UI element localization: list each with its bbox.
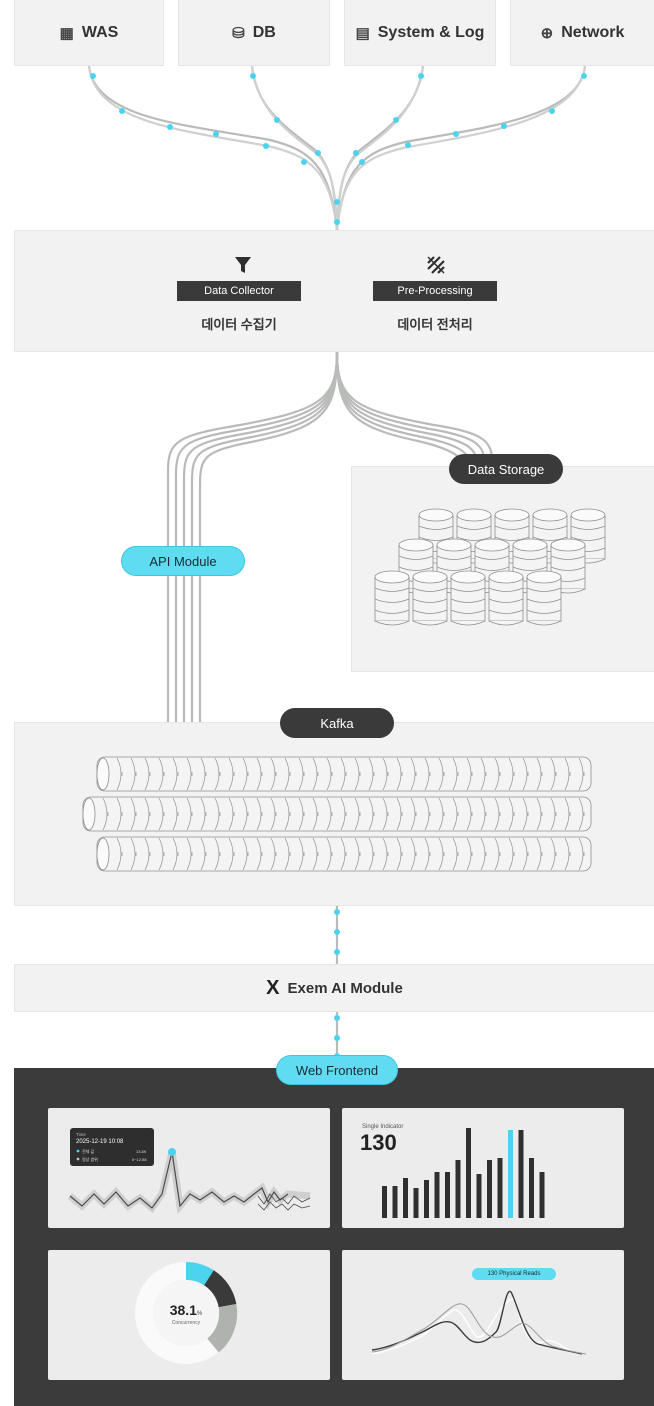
tooltip-row1: 전체 값 (82, 1148, 94, 1154)
ai-module-box: X Exem AI Module (14, 964, 654, 1012)
source-label: WAS (81, 23, 119, 41)
indicator-value: 130 (360, 1130, 397, 1155)
tooltip-title: Time (76, 1132, 86, 1137)
storage-cylinder (412, 570, 448, 626)
source-label: DB (252, 23, 276, 41)
collector-box: Data Collector 데이터 수집기 Pre-Processing 데이… (14, 230, 654, 352)
indicator-bar (476, 1174, 482, 1218)
pre-processing-label: 데이터 전처리 (397, 317, 473, 332)
data-storage-box (351, 466, 654, 672)
pre-processing-tag: Pre-Processing (373, 281, 497, 301)
tooltip-row2-value: 0~12.88 (132, 1157, 147, 1162)
donut-chart (135, 1262, 238, 1364)
kafka-chip: Kafka (280, 708, 394, 738)
data-storage-chip: Data Storage (449, 454, 563, 484)
indicator-bar (424, 1180, 429, 1218)
api-module-chip: API Module (121, 546, 245, 576)
kafka-partitions (82, 756, 592, 872)
indicator-bar (539, 1172, 545, 1218)
funnel-icon (233, 255, 253, 275)
donut-value: 38.1 (169, 1302, 197, 1318)
donut-panel: 38.1% Concurrency (48, 1250, 330, 1380)
indicator-bar (508, 1130, 513, 1218)
indicator-bar (445, 1172, 450, 1218)
storage-cylinders (374, 508, 606, 626)
donut-label: Concurrency (171, 1320, 201, 1326)
data-collector-label: 데이터 수집기 (201, 317, 277, 332)
source-was: ▦ WAS (14, 0, 164, 66)
indicator-bar (518, 1130, 524, 1218)
source-label: System & Log (377, 23, 485, 41)
kafka-partition (96, 756, 592, 792)
indicator-bar (497, 1158, 503, 1218)
physical-reads-chip: 130 Physical Reads (472, 1268, 556, 1280)
indicator-bar (382, 1186, 387, 1218)
indicator-bar (392, 1186, 398, 1218)
indicator-bar (466, 1128, 471, 1218)
storage-cylinder (488, 570, 524, 626)
indicator-bar (455, 1160, 461, 1218)
storage-cylinder (450, 570, 486, 626)
globe-icon: ⊕ (540, 24, 554, 42)
indicator-panel: Single Indicator 130 (342, 1108, 624, 1228)
tooltip-time: 2025-12-19 10:08 (76, 1139, 124, 1145)
data-collector-tag: Data Collector (177, 281, 301, 301)
source-db: ⛁ DB (178, 0, 330, 66)
indicator-bar (403, 1178, 408, 1218)
database-icon: ⛁ (232, 24, 245, 42)
storage-cylinder (526, 570, 562, 626)
source-label: Network (561, 23, 625, 41)
source-network: ⊕ Network (510, 0, 654, 66)
physical-reads-panel: 130 Physical Reads (342, 1250, 624, 1380)
tooltip-row1-value: 13.89 (136, 1149, 147, 1154)
indicator-bars (382, 1128, 545, 1218)
storage-cylinder (550, 538, 586, 594)
grid-pattern-icon (426, 255, 446, 275)
server-was-icon: ▦ (59, 24, 74, 42)
system-log-icon: ▤ (355, 24, 370, 42)
line-chart: Time 2025-12-19 10:08 전체 값 13.89 정상 범위 0… (67, 1128, 311, 1215)
storage-cylinder (374, 570, 410, 626)
physical-reads-chart (371, 1290, 587, 1355)
donut-center: 38.1% Concurrency (146, 1302, 226, 1326)
indicator-label: Single Indicator (362, 1124, 404, 1130)
indicator-bar (434, 1172, 440, 1218)
source-system-log: ▤ System & Log (344, 0, 496, 66)
tooltip-row2: 정상 범위 (82, 1156, 98, 1162)
kafka-box (14, 722, 654, 906)
line-chart-panel: Time 2025-12-19 10:08 전체 값 13.89 정상 범위 0… (48, 1108, 330, 1228)
indicator-bar (487, 1160, 492, 1218)
indicator-bar (413, 1188, 419, 1218)
kafka-partition (96, 836, 592, 872)
web-frontend-chip: Web Frontend (276, 1055, 398, 1085)
ai-module-label: Exem AI Module (287, 979, 403, 997)
donut-unit: % (196, 1311, 203, 1317)
exem-logo-icon: X (266, 976, 280, 999)
kafka-partition (82, 796, 592, 832)
indicator-bar (529, 1158, 534, 1218)
